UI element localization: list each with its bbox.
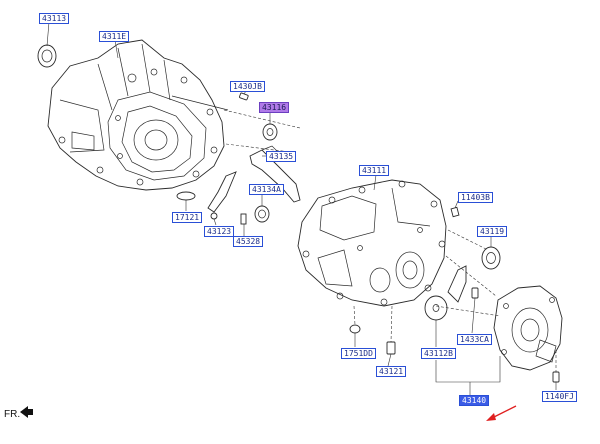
callout-1140fj[interactable]: 1140FJ [542, 391, 577, 402]
oil-seal-43113 [37, 44, 57, 68]
callout-1433ca[interactable]: 1433CA [457, 334, 492, 345]
lever-43134a [207, 171, 237, 213]
bolt-11403b [450, 206, 460, 218]
alignment-lines [223, 109, 557, 372]
callout-11403b[interactable]: 11403B [458, 192, 493, 203]
bolt-1140fj [552, 371, 560, 383]
callout-43111[interactable]: 43111 [359, 165, 390, 176]
callout-43113[interactable]: 43113 [39, 13, 70, 24]
callout-43134a[interactable]: 43134A [249, 184, 284, 195]
callout-43119[interactable]: 43119 [477, 226, 508, 237]
washer-43116 [262, 123, 278, 141]
washer-1751dd [349, 324, 361, 334]
leader-lines [46, 21, 557, 395]
callout-43116[interactable]: 43116 [259, 102, 290, 113]
bolt-43123 [210, 212, 218, 220]
red-arrow-icon [486, 405, 517, 421]
seal-43119 [481, 246, 501, 270]
transaxle-case [297, 179, 447, 307]
bracket-43112b [447, 265, 467, 303]
callout-1751dd[interactable]: 1751DD [341, 348, 376, 359]
callout-43123[interactable]: 43123 [204, 226, 235, 237]
pin-1433ca [471, 287, 479, 299]
callout-43112b[interactable]: 43112B [421, 348, 456, 359]
callout-45328[interactable]: 45328 [233, 236, 264, 247]
plug-17121 [176, 191, 196, 201]
callout-43140[interactable]: 43140 [459, 395, 490, 406]
bolt-45328 [240, 213, 247, 225]
callout-17121[interactable]: 17121 [172, 212, 203, 223]
pin-1430jb [239, 92, 249, 101]
seal-43134a [254, 205, 270, 223]
plug-43121 [386, 341, 396, 355]
end-cover-43140 [493, 285, 563, 371]
callout-4311e[interactable]: 4311E [99, 31, 130, 42]
cover-plate-43112b [424, 295, 448, 321]
callout-1430jb[interactable]: 1430JB [230, 81, 265, 92]
callout-43121[interactable]: 43121 [376, 366, 407, 377]
callout-43135[interactable]: 43135 [266, 151, 297, 162]
front-arrow-icon [20, 406, 33, 418]
front-direction-label: FR. [4, 409, 21, 420]
clutch-housing [47, 39, 229, 191]
